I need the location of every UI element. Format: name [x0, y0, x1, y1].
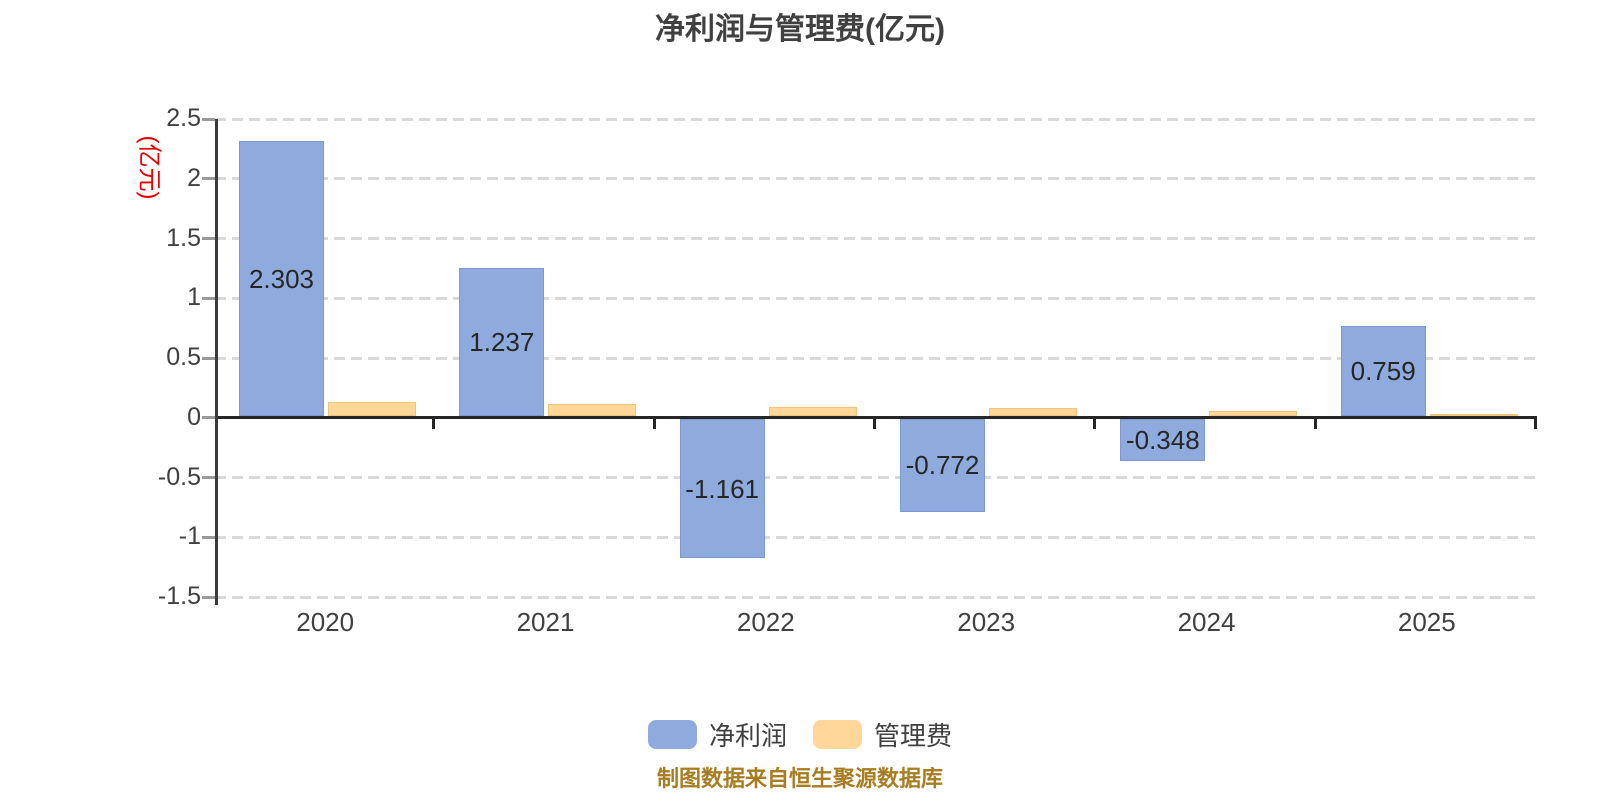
legend-item-management-fee: 管理费 — [813, 716, 952, 753]
bar-value-label: -1.161 — [685, 473, 760, 504]
y-tick-mark — [202, 476, 215, 479]
legend-label-net-profit: 净利润 — [708, 721, 787, 751]
x-axis-label-2025: 2025 — [1397, 607, 1456, 637]
y-tick-mark — [202, 237, 215, 240]
y-tick-mark — [202, 595, 215, 599]
bar-value-label: 0.759 — [1350, 355, 1416, 386]
x-axis-label-2024: 2024 — [1177, 607, 1236, 637]
gridline--0.5 — [215, 476, 1537, 479]
y-tick-label: -1.5 — [157, 582, 201, 610]
bar-value-label: 2.303 — [248, 263, 315, 294]
x-tick-mark — [652, 417, 656, 429]
x-tick-mark — [1313, 417, 1317, 429]
data-source-note: 制图数据来自恒生聚源数据库 — [656, 766, 943, 791]
x-axis-zero-line — [215, 416, 1537, 420]
y-tick-mark — [202, 535, 215, 539]
y-tick-label: 0.5 — [166, 343, 201, 371]
y-tick-label: -0.5 — [157, 462, 201, 491]
gridline-2 — [215, 177, 1537, 181]
y-tick-mark — [202, 416, 215, 420]
bar-net-profit-2025: 0.759 — [1340, 325, 1426, 417]
bar-net-profit-2022: -1.161 — [679, 419, 765, 558]
gridline--1.5 — [215, 595, 1537, 599]
x-tick-mark — [873, 417, 876, 429]
y-tick-mark — [202, 296, 215, 300]
legend-item-net-profit: 净利润 — [647, 716, 787, 753]
bar-value-label: 1.237 — [469, 327, 535, 358]
y-tick-label: 1 — [187, 283, 201, 312]
management-fee-swatch-icon — [813, 720, 862, 749]
bar-net-profit-2024: -0.348 — [1120, 419, 1206, 461]
bar-management-fee-2022 — [768, 406, 857, 417]
bar-net-profit-2021: 1.237 — [459, 268, 545, 417]
chart-title: 净利润与管理费(亿元) — [655, 13, 945, 46]
bar-value-label: -0.348 — [1125, 425, 1200, 456]
y-axis-line — [215, 119, 218, 605]
y-tick-label: 2 — [187, 163, 201, 192]
x-tick-mark — [1093, 417, 1097, 429]
legend: 净利润 管理费 — [0, 716, 1600, 753]
plot-area: 2.5 2 1.5 1 0.5 0 -0.5 -1 -1.5 2.303 2020 1.237 2021… — [158, 106, 1537, 637]
x-axis-label-2020: 2020 — [296, 607, 355, 637]
bar-management-fee-2021 — [548, 404, 637, 417]
y-tick-label: -1 — [178, 522, 201, 551]
bar-management-fee-2020 — [328, 401, 416, 417]
bar-management-fee-2025 — [1429, 413, 1518, 417]
x-axis-label-2022: 2022 — [736, 607, 795, 637]
net-profit-swatch-icon — [647, 720, 697, 749]
x-tick-mark — [1534, 417, 1537, 429]
gridline-2.5 — [215, 117, 1537, 121]
bar-value-label: -0.772 — [905, 450, 980, 481]
bar-management-fee-2023 — [989, 407, 1077, 417]
y-tick-mark — [202, 117, 215, 121]
x-tick-mark — [432, 417, 436, 429]
gridline-1 — [215, 296, 1537, 300]
bar-net-profit-2023: -0.772 — [900, 419, 985, 512]
y-tick-label: 0 — [187, 402, 201, 431]
legend-label-management-fee: 管理费 — [874, 721, 953, 751]
bar-management-fee-2024 — [1209, 411, 1298, 417]
gridline--1 — [215, 535, 1537, 539]
y-tick-label: 2.5 — [166, 104, 201, 132]
gridline-1.5 — [215, 237, 1537, 240]
bar-net-profit-2020: 2.303 — [239, 141, 324, 417]
y-tick-label: 1.5 — [166, 223, 201, 252]
gridline-0.5 — [215, 356, 1537, 360]
x-axis-label-2023: 2023 — [957, 607, 1016, 637]
y-tick-mark — [202, 177, 215, 181]
y-tick-mark — [202, 356, 215, 360]
x-axis-label-2021: 2021 — [516, 607, 575, 637]
